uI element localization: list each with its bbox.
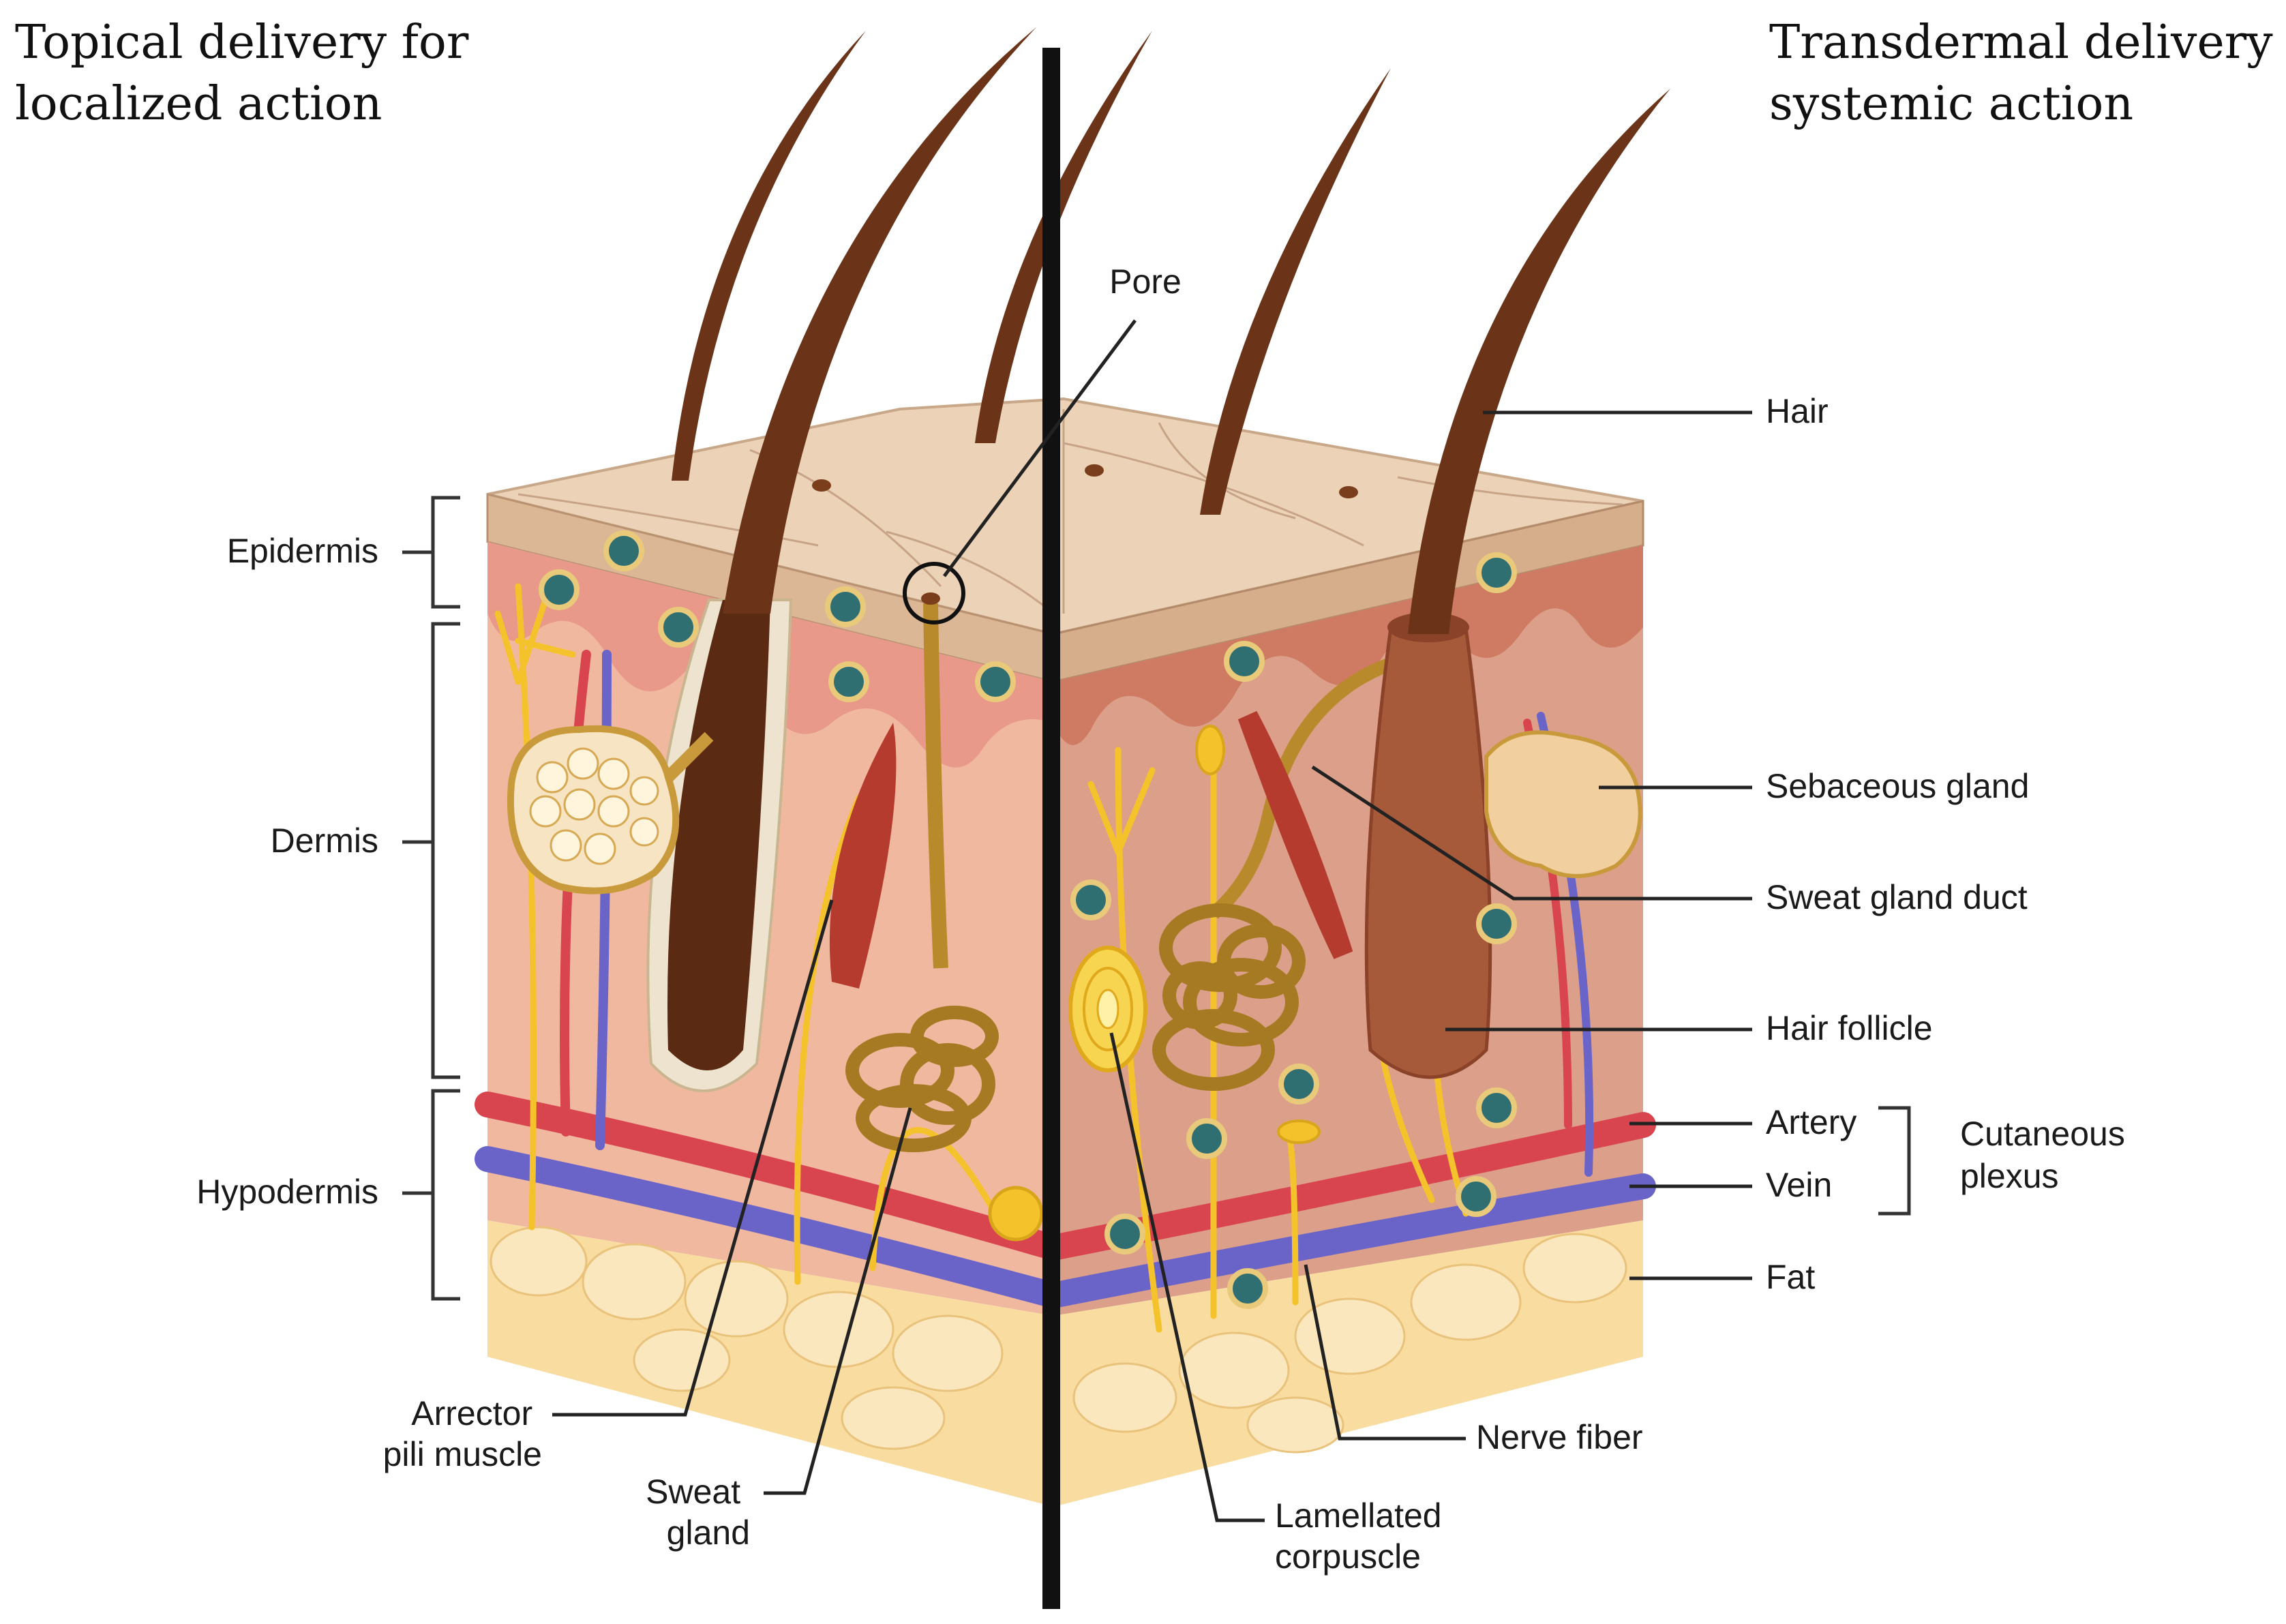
label-sweat-gland-line-2: gland (667, 1514, 750, 1552)
label-lamellated-corpuscle-line-1: Lamellated (1275, 1497, 1442, 1535)
corpuscle-right (1277, 1119, 1321, 1144)
label-sweat-gland: Sweat gland (646, 1473, 750, 1552)
title-right-line-2: systemic action (1769, 77, 2133, 131)
label-cutaneous-plexus-line-2: plexus (1960, 1157, 2059, 1195)
divider-line (1042, 48, 1060, 1609)
label-hair: Hair (1766, 392, 1829, 430)
label-arrector-pili-muscle: Arrector pili muscle (383, 1394, 542, 1473)
small-corpuscle-right (1195, 725, 1225, 775)
skin-block (475, 27, 1670, 1507)
leader-lines (552, 319, 1911, 1522)
label-cutaneous-plexus-line-1: Cutaneous (1960, 1115, 2125, 1153)
label-fat: Fat (1766, 1258, 1815, 1296)
label-sebaceous-gland: Sebaceous gland (1766, 767, 2029, 805)
label-cutaneous-plexus: Cutaneous plexus (1960, 1115, 2135, 1195)
title-right: Transdermal delivery for systemic action (1769, 16, 2286, 131)
label-lamellated-corpuscle-line-2: corpuscle (1275, 1537, 1421, 1576)
arrector-pili-left (829, 723, 897, 989)
sebaceous-gland-left (507, 725, 714, 894)
hair-4 (1200, 68, 1391, 515)
lamellated-corpuscle-right (1068, 946, 1147, 1072)
title-right-line-1: Transdermal delivery for (1769, 16, 2286, 70)
hair-5 (1408, 89, 1670, 634)
vein-right (1040, 1173, 1656, 1308)
label-nerve-fiber: Nerve fiber (1476, 1418, 1643, 1456)
label-arrector-pili-line-2: pili muscle (383, 1435, 542, 1473)
label-pore: Pore (1109, 262, 1182, 301)
label-vein: Vein (1766, 1166, 1832, 1204)
sweat-gland-left (845, 603, 999, 1152)
sebaceous-gland-right (1484, 730, 1642, 878)
hairs (672, 27, 1670, 634)
hair-1 (672, 31, 866, 481)
hair-2 (723, 27, 1036, 614)
label-hypodermis: Hypodermis (196, 1173, 378, 1211)
title-left-line-1: Topical delivery for (15, 16, 469, 70)
hair-3 (975, 31, 1152, 443)
vessels (475, 650, 1656, 1308)
label-hair-follicle: Hair follicle (1766, 1009, 1933, 1047)
corpuscle-left (988, 1186, 1044, 1242)
label-lamellated-corpuscle: Lamellated corpuscle (1275, 1497, 1452, 1576)
pores (812, 464, 1358, 605)
fat-cells-left (490, 1226, 1004, 1450)
label-sweat-gland-duct: Sweat gland duct (1766, 878, 2028, 916)
title-left: Topical delivery for localized action (15, 16, 483, 131)
label-arrector-pili-line-1: Arrector (411, 1394, 532, 1432)
pore-highlight-circle (903, 562, 965, 625)
papillae-right (1053, 545, 1643, 745)
drug-particles (539, 530, 1517, 1309)
vein-left (475, 1146, 1066, 1308)
hair-follicle-left (646, 599, 793, 1092)
arrector-pili-right (1237, 710, 1353, 959)
label-sweat-gland-line-1: Sweat (646, 1473, 740, 1511)
title-left-line-2: localized action (15, 77, 382, 131)
label-artery: Artery (1766, 1103, 1856, 1141)
layer-brackets (402, 496, 460, 1301)
label-dermis: Dermis (271, 822, 378, 860)
label-epidermis: Epidermis (227, 532, 378, 570)
